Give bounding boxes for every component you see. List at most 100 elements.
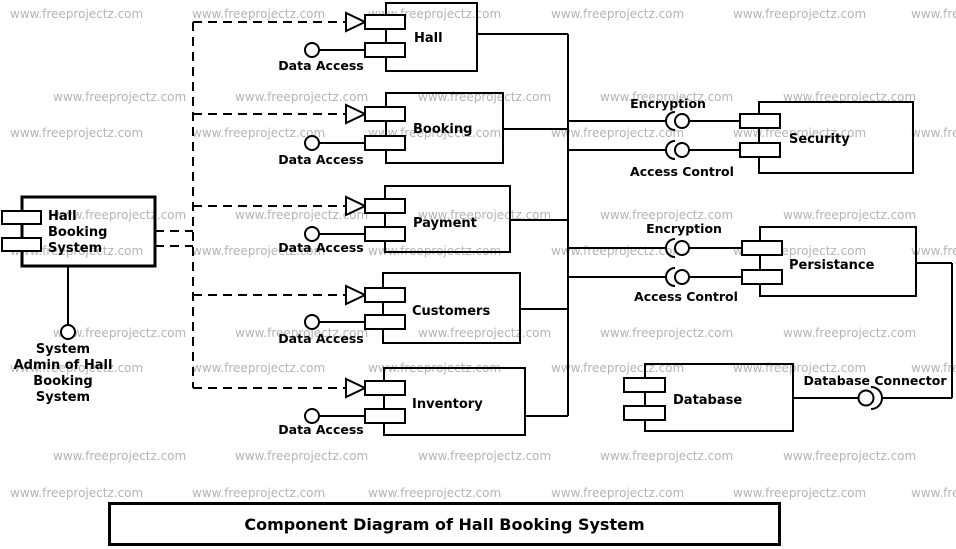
inventory-component-box <box>383 367 526 436</box>
provided-interface-icon <box>60 324 76 340</box>
watermark-text: www.freeprojectz.com <box>600 449 734 463</box>
provided-interface-ball-icon <box>857 389 875 407</box>
inventory-label: Inventory <box>412 397 483 412</box>
watermark-text: www.freeprojectz.com <box>733 7 867 21</box>
encryption-label: Encryption <box>646 221 722 236</box>
required-interface-socket-icon <box>870 386 883 410</box>
encryption-label: Encryption <box>630 96 706 111</box>
watermark-text: www.freeprojectz.com <box>53 90 187 104</box>
hall-label: Hall <box>414 31 443 46</box>
diagram-title: Component Diagram of Hall Booking System <box>244 514 645 534</box>
watermark-text: www.freeprojectz.com <box>783 208 917 222</box>
persistance-assemblies <box>568 238 742 287</box>
payment-label: Payment <box>413 216 477 231</box>
hall-component-box <box>385 2 478 72</box>
required-interface-socket-icon <box>665 140 676 160</box>
watermark-text: www.freeprojectz.com <box>911 244 956 258</box>
watermark-text: www.freeprojectz.com <box>235 90 369 104</box>
port-icon <box>364 106 406 122</box>
watermark-text: www.freeprojectz.com <box>192 361 326 375</box>
port-icon <box>364 226 406 242</box>
watermark-text: www.freeprojectz.com <box>600 208 734 222</box>
provided-interface-ball-icon <box>674 113 690 129</box>
data-access-label: Data Access <box>278 422 364 437</box>
data-access-label: Data Access <box>278 152 364 167</box>
watermark-text: www.freeprojectz.com <box>10 486 144 500</box>
database-connector-assembly <box>793 262 953 410</box>
watermark-text: www.freeprojectz.com <box>551 486 685 500</box>
watermark-text: www.freeprojectz.com <box>418 208 552 222</box>
security-assemblies <box>568 111 740 160</box>
watermark-text: www.freeprojectz.com <box>192 126 326 140</box>
solid-connectors <box>477 33 569 417</box>
watermark-text: www.freeprojectz.com <box>368 486 502 500</box>
provided-interface-icon <box>304 314 320 330</box>
access-control-label: Access Control <box>630 164 734 179</box>
watermark-text: www.freeprojectz.com <box>783 326 917 340</box>
main-component-box <box>20 195 157 268</box>
port-icon <box>364 198 406 214</box>
watermark-text: www.freeprojectz.com <box>733 126 867 140</box>
dependency-arrowheads <box>345 11 368 399</box>
port-icon <box>364 42 406 58</box>
watermark-text: www.freeprojectz.com <box>600 90 734 104</box>
watermark-text: www.freeprojectz.com <box>783 449 917 463</box>
component-icon <box>1 237 42 252</box>
provided-interface-icon <box>304 226 320 242</box>
provided-interface-icon <box>304 135 320 151</box>
watermark-text: www.freeprojectz.com <box>53 208 187 222</box>
port-icon <box>364 287 406 303</box>
provided-interface-ball-icon <box>674 142 690 158</box>
data-access-label: Data Access <box>278 240 364 255</box>
watermark-text: www.freeprojectz.com <box>235 326 369 340</box>
watermark-text: www.freeprojectz.com <box>733 486 867 500</box>
watermark-text: www.freeprojectz.com <box>911 7 956 21</box>
security-label: Security <box>789 132 850 147</box>
component-icon <box>1 210 42 225</box>
provided-interface-ball-icon <box>674 269 690 285</box>
watermark-text: www.freeprojectz.com <box>418 326 552 340</box>
arrowhead-icon <box>345 377 368 399</box>
watermark-text: www.freeprojectz.com <box>192 486 326 500</box>
provided-interface-ball-icon <box>674 240 690 256</box>
diagram-title-box: Component Diagram of Hall Booking System <box>108 502 781 546</box>
arrowhead-icon <box>345 103 368 125</box>
watermark-text: www.freeprojectz.com <box>192 7 326 21</box>
watermark-text: www.freeprojectz.com <box>192 244 326 258</box>
data-access-label: Data Access <box>278 58 364 73</box>
watermark-text: www.freeprojectz.com <box>53 326 187 340</box>
component-icon <box>623 405 666 421</box>
security-component-box <box>758 101 914 174</box>
watermark-text: www.freeprojectz.com <box>911 361 956 375</box>
required-interface-socket-icon <box>665 238 676 258</box>
watermark-text: www.freeprojectz.com <box>10 244 144 258</box>
component-ports <box>364 14 783 424</box>
watermark-text: www.freeprojectz.com <box>418 449 552 463</box>
required-interface-socket-icon <box>665 267 676 287</box>
port-icon <box>741 240 783 256</box>
watermark-text: www.freeprojectz.com <box>10 126 144 140</box>
component-icon <box>623 377 666 393</box>
component-icon-tabs <box>1 210 666 421</box>
watermark-text: www.freeprojectz.com <box>911 486 956 500</box>
watermark-text: www.freeprojectz.com <box>600 326 734 340</box>
watermark-text: www.freeprojectz.com <box>551 7 685 21</box>
system-admin-label: System Admin of Hall Booking System <box>13 342 113 405</box>
required-interface-socket-icon <box>665 111 676 131</box>
watermark-text: www.freeprojectz.com <box>551 126 685 140</box>
persistance-component-box <box>759 226 917 297</box>
system-admin-lollipop <box>60 266 76 340</box>
port-icon <box>364 314 406 330</box>
watermark-text: www.freeprojectz.com <box>911 126 956 140</box>
booking-label: Booking <box>413 122 473 137</box>
access-control-label: Access Control <box>634 289 738 304</box>
database-connector-label: Database Connector <box>803 373 947 388</box>
main-component-label: Hall Booking System <box>48 209 108 256</box>
watermark-text: www.freeprojectz.com <box>235 449 369 463</box>
database-label: Database <box>673 393 743 408</box>
data-access-lollipops <box>304 42 365 424</box>
arrowhead-icon <box>345 195 368 217</box>
data-access-label: Data Access <box>278 331 364 346</box>
